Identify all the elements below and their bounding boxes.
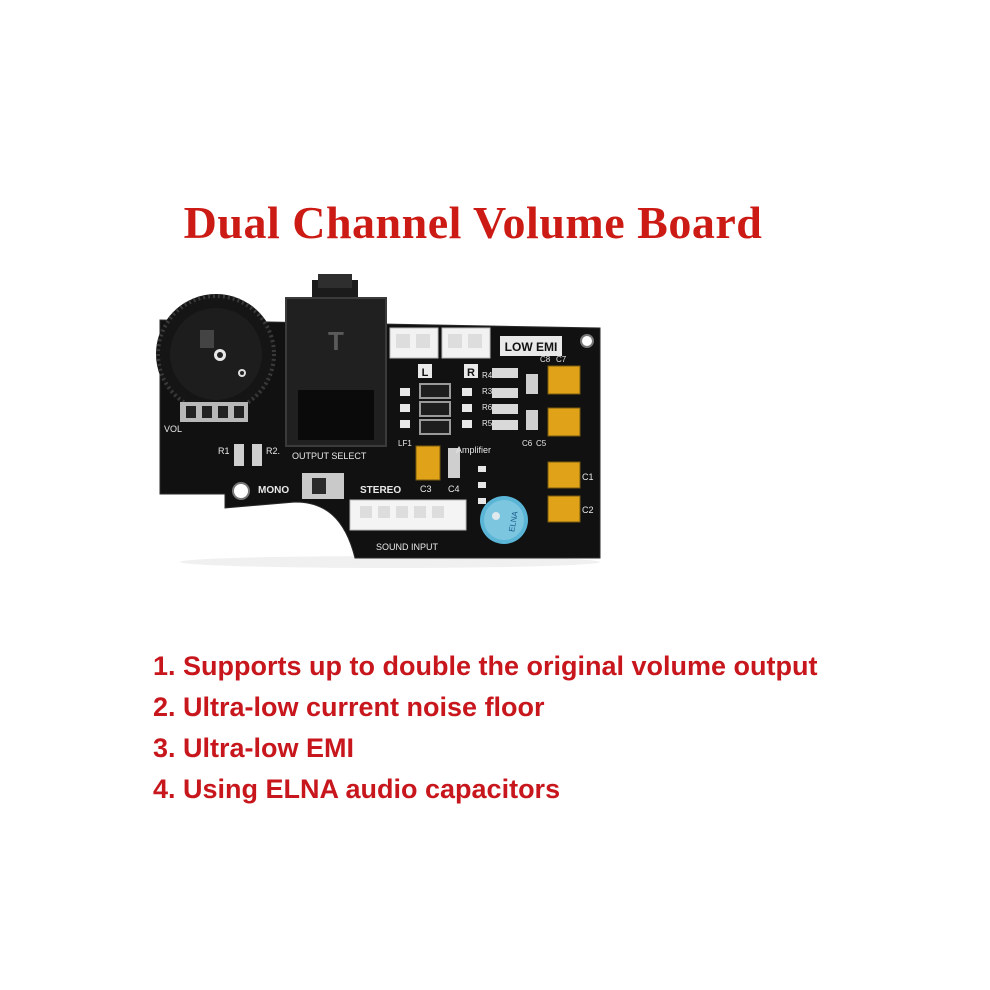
- c6-label: C6: [522, 439, 533, 448]
- page-title: Dual Channel Volume Board: [183, 197, 763, 248]
- smd-pads: [400, 388, 472, 428]
- c8-label: C8: [540, 355, 551, 364]
- board-shadow: [180, 556, 600, 568]
- lf1-label: LF1: [398, 439, 412, 448]
- sound-input-label: SOUND INPUT: [376, 542, 439, 552]
- resistor-array: [492, 368, 518, 430]
- resistor: [252, 444, 262, 466]
- mounting-hole: [580, 334, 594, 348]
- resistor: [234, 444, 244, 466]
- ic-chip: [419, 383, 451, 435]
- sound-input-connector: [349, 499, 467, 531]
- r5-label: R5: [482, 419, 493, 428]
- vol-label: VOL: [164, 424, 182, 434]
- electrolytic-capacitor: ELNA: [480, 496, 528, 544]
- r4-label: R4: [482, 371, 493, 380]
- c7-label: C7: [556, 355, 567, 364]
- r2-label: R2.: [266, 446, 280, 456]
- stereo-label: STEREO: [360, 485, 401, 496]
- svg-text:T: T: [328, 326, 344, 356]
- connector-r: [441, 327, 491, 359]
- cap-marking: ELNA: [507, 510, 520, 533]
- feature-list: 1. Supports up to double the original vo…: [153, 646, 817, 810]
- low-emi-box: [500, 336, 562, 356]
- ceramic-capacitor: [526, 410, 538, 430]
- smd-pads: [478, 466, 486, 504]
- ceramic-capacitor: [448, 448, 460, 478]
- connector-l: [389, 327, 439, 359]
- low-emi-label: LOW EMI: [505, 340, 558, 354]
- mono-stereo-switch: [302, 473, 344, 499]
- ceramic-capacitor: [526, 374, 538, 394]
- channel-l-label: L: [422, 367, 429, 379]
- feature-item: 2. Ultra-low current noise floor: [153, 692, 545, 722]
- mounting-hole: [232, 482, 250, 500]
- volume-board-photo: T LOW EMI L R: [150, 270, 610, 570]
- feature-item: 1. Supports up to double the original vo…: [153, 651, 818, 681]
- amplifier-label: Amplifier: [456, 445, 491, 455]
- feature-item: 4. Using ELNA audio capacitors: [153, 774, 561, 804]
- r3-label: R3: [482, 387, 493, 396]
- r6-label: R6: [482, 403, 493, 412]
- c2-label: C2: [582, 505, 594, 515]
- channel-r-label: R: [467, 367, 475, 379]
- r1-label: R1: [218, 446, 230, 456]
- tantalum-capacitor: [415, 365, 581, 523]
- volume-knob: [156, 294, 276, 422]
- mono-label: MONO: [258, 485, 289, 496]
- output-select-label: OUTPUT SELECT: [292, 451, 367, 461]
- c4-label: C4: [448, 484, 460, 494]
- headphone-jack: T: [285, 274, 387, 447]
- c1-label: C1: [582, 472, 594, 482]
- c3-label: C3: [420, 484, 432, 494]
- c5-label: C5: [536, 439, 547, 448]
- feature-item: 3. Ultra-low EMI: [153, 733, 355, 763]
